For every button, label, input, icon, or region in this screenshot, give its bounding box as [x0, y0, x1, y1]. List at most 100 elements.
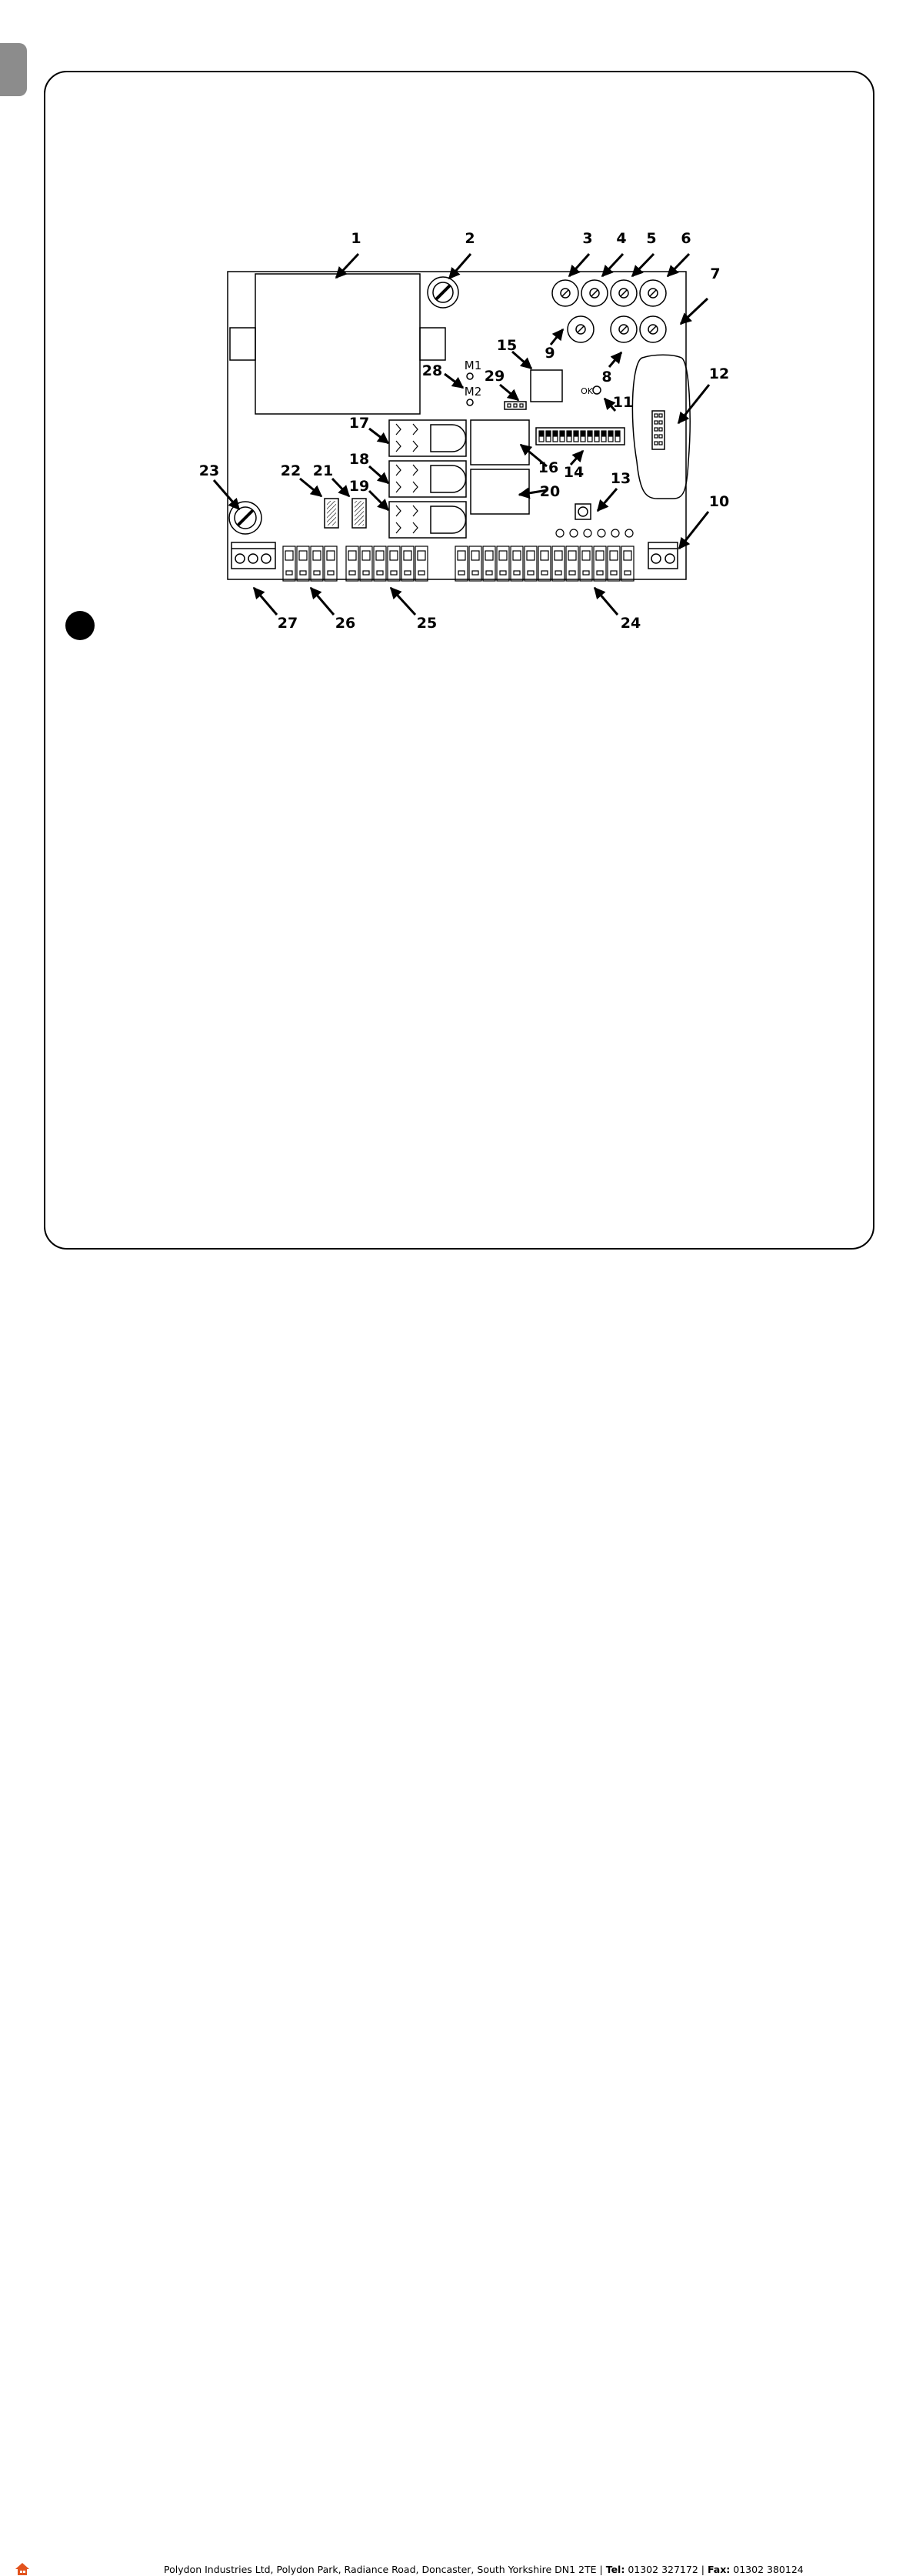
callout-2: 2 [465, 230, 475, 247]
relay-contact [413, 522, 418, 533]
callout-27: 27 [278, 615, 298, 632]
callout-9: 9 [545, 345, 555, 362]
terminal-screw [610, 551, 618, 560]
indicator-led [584, 529, 591, 537]
dip-switch-toggle [554, 432, 557, 436]
dip-switch-toggle [581, 432, 585, 436]
label-m2: M2 [465, 385, 482, 399]
terminal-block-27 [231, 542, 275, 569]
trimmer-3 [552, 280, 578, 306]
dip-switch-toggle [575, 432, 578, 436]
terminal-screw [596, 551, 604, 560]
label-ok: OK [581, 386, 594, 396]
terminal-screw [485, 551, 493, 560]
footer-text: Polydon Industries Ltd, Polydon Park, Ra… [164, 2564, 804, 2575]
home-icon[interactable] [14, 2562, 31, 2576]
connector-pin [508, 404, 511, 407]
callout-21: 21 [313, 462, 333, 479]
indicator-led [598, 529, 605, 537]
terminal-slot [555, 571, 561, 575]
terminal-slot [314, 571, 320, 575]
terminal-slot [349, 571, 355, 575]
callout-23: 23 [199, 462, 219, 479]
component-20 [471, 469, 529, 514]
terminal-slot [541, 571, 548, 575]
callout-4: 4 [616, 230, 626, 247]
terminal-screw [458, 551, 465, 560]
relay-contact [413, 465, 418, 475]
callout-24: 24 [621, 615, 641, 632]
callout-5: 5 [646, 230, 656, 247]
trimmer-8 [611, 316, 637, 342]
footer-company: Polydon Industries Ltd, Polydon Park, Ra… [164, 2564, 597, 2575]
terminal-screw [582, 551, 590, 560]
indicator-led [611, 529, 619, 537]
trimmer-4 [581, 280, 608, 306]
callout-7: 7 [710, 265, 720, 282]
relay-contact [396, 424, 401, 435]
terminal [325, 546, 337, 581]
terminal [374, 546, 386, 581]
terminal-screw [513, 551, 521, 560]
footer-fax-value: 01302 380124 [733, 2564, 803, 2575]
dip-switch-toggle [609, 432, 612, 436]
terminal-screw [471, 551, 479, 560]
callout-8: 8 [601, 369, 611, 385]
relay-contact [413, 506, 418, 516]
terminal-screw [499, 551, 507, 560]
label-m1: M1 [465, 359, 482, 372]
receiver-pin [659, 435, 662, 438]
footer-separator: | [701, 2564, 704, 2575]
footer-tel-value: 01302 327172 [628, 2564, 698, 2575]
receiver-pin [659, 421, 662, 424]
terminal-screw [555, 551, 562, 560]
callout-20: 20 [540, 483, 560, 500]
receiver-pin [655, 414, 658, 417]
dip-switch-toggle [568, 432, 571, 436]
terminal-screw [541, 551, 548, 560]
relay-contact [413, 441, 418, 452]
dip-switch-toggle [588, 432, 591, 436]
receiver-pin [655, 428, 658, 431]
terminal-slot [514, 571, 520, 575]
terminal [311, 546, 323, 581]
dip-switch-toggle [561, 432, 564, 436]
relay-contact [413, 482, 418, 492]
trimmer-7 [640, 316, 666, 342]
terminal-slot [486, 571, 492, 575]
component-16 [471, 420, 529, 465]
callout-12: 12 [709, 365, 729, 382]
terminal-screw [568, 551, 576, 560]
terminal-slot [597, 571, 603, 575]
terminal-slot [625, 571, 631, 575]
terminal-slot [458, 571, 465, 575]
footer-tel-label: Tel: [606, 2564, 625, 2575]
terminal-slot [472, 571, 478, 575]
dip-switch-toggle [616, 432, 619, 436]
callout-19: 19 [349, 478, 369, 495]
relay-contact [413, 424, 418, 435]
callout-1: 1 [351, 230, 361, 247]
terminal-screw [285, 551, 293, 560]
led-m1 [467, 373, 473, 379]
terminal-screw [348, 551, 356, 560]
relay-contact [396, 506, 401, 516]
callout-22: 22 [281, 462, 301, 479]
dip-switch-toggle [602, 432, 605, 436]
dip-switch-toggle [547, 432, 550, 436]
terminal-screw [527, 551, 535, 560]
terminal-screw [390, 551, 398, 560]
callout-16: 16 [538, 459, 558, 476]
terminal-slot [569, 571, 575, 575]
receiver-module-12 [632, 355, 690, 499]
push-button-13 [575, 504, 591, 519]
transformer [255, 274, 420, 414]
circuit-board-diagram: 1 2 3 4 5 6 7 8 9 10 11 12 13 14 15 16 1… [0, 0, 916, 1296]
terminal [283, 546, 295, 581]
connector-pin [514, 404, 517, 407]
black-dot-marker [65, 611, 95, 640]
terminal-slot [300, 571, 306, 575]
terminal-screw [362, 551, 370, 560]
receiver-pin [659, 414, 662, 417]
relay-19 [389, 502, 466, 538]
